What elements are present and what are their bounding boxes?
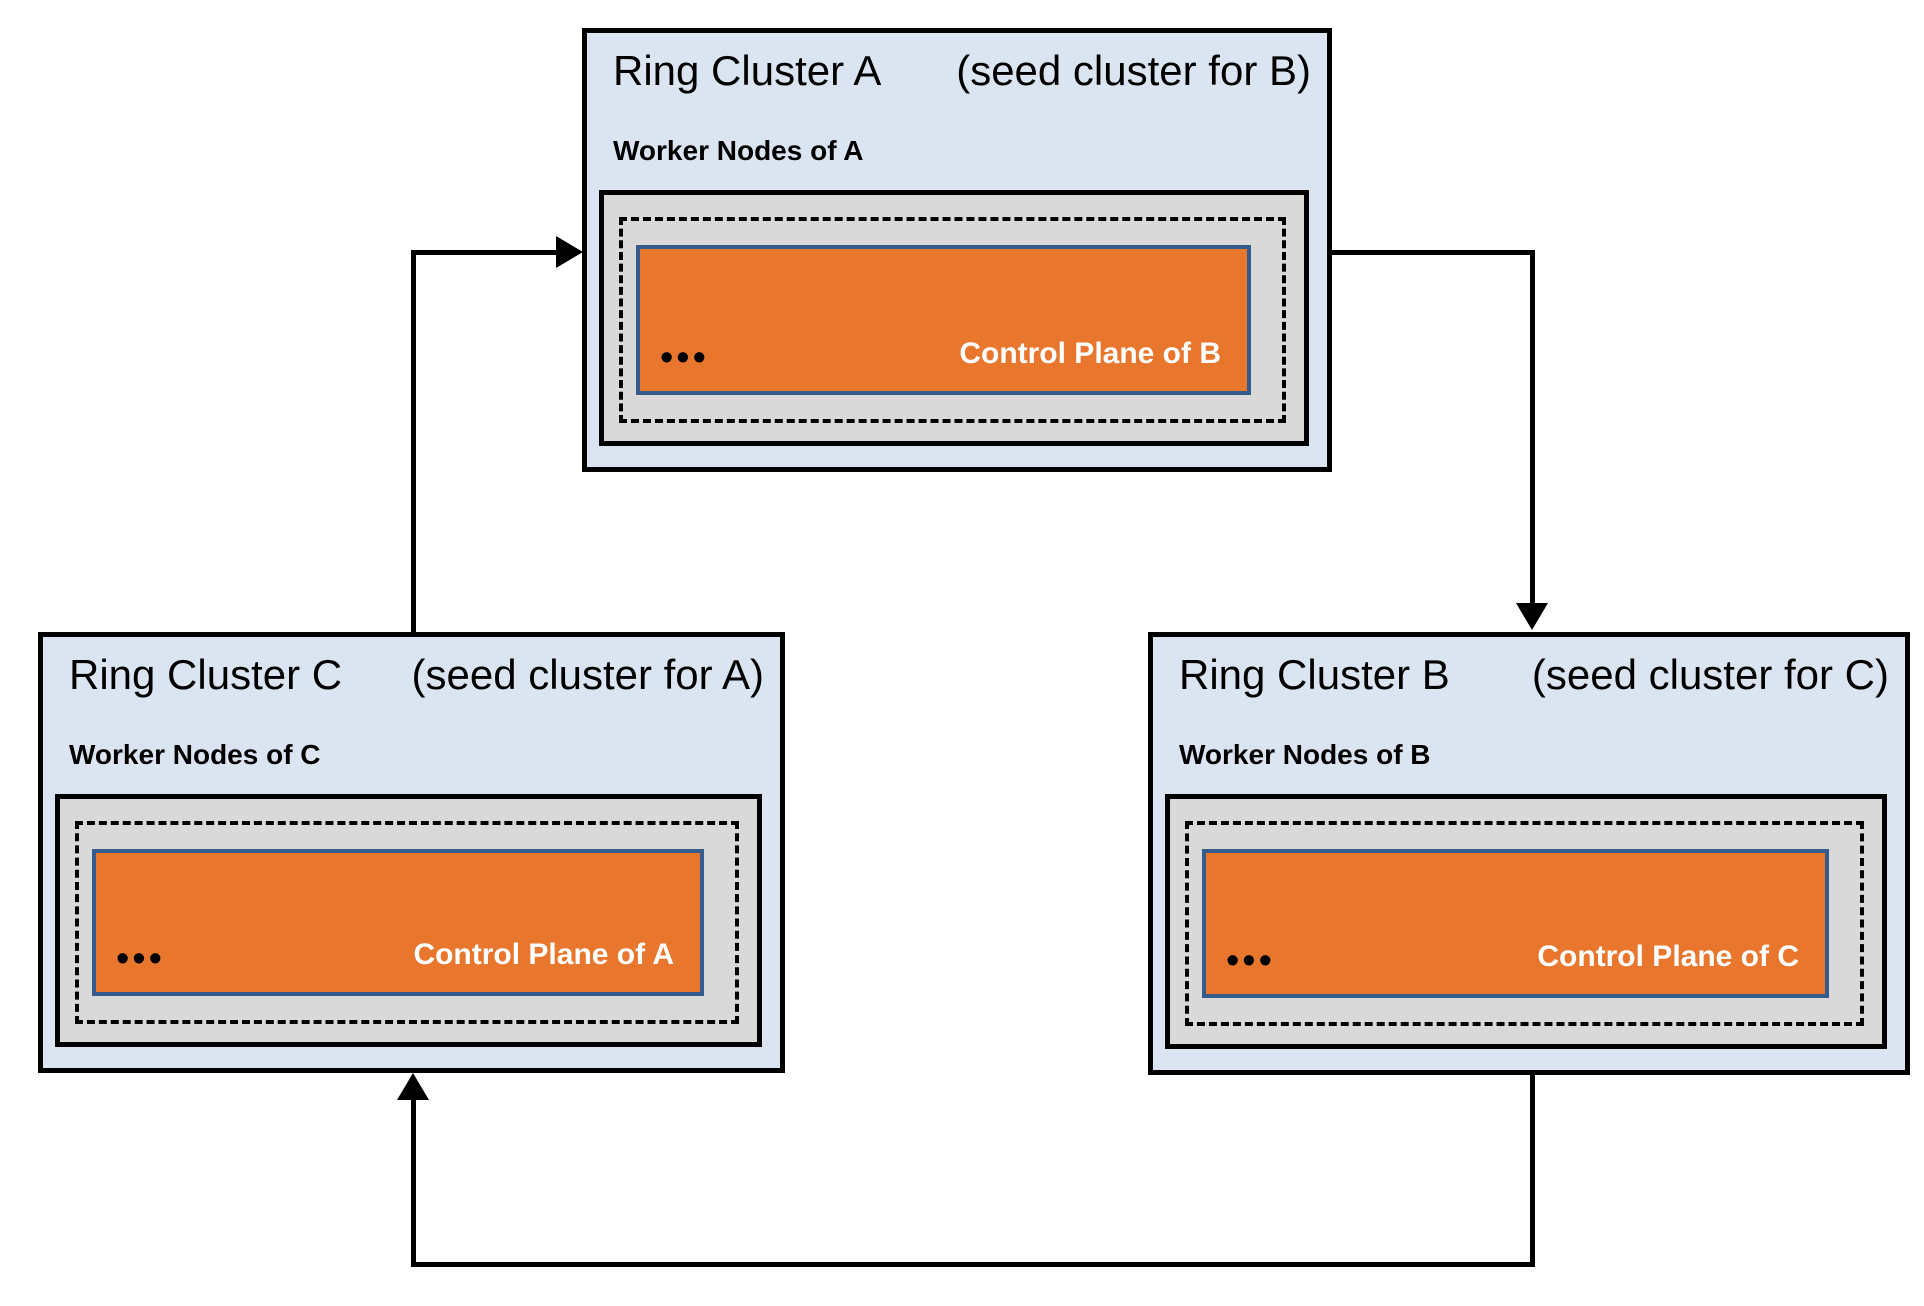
cluster-c-worker-nodes-label: Worker Nodes of C — [69, 739, 321, 770]
cluster-a-worker-nodes-label: Worker Nodes of A — [613, 135, 864, 166]
cluster-c-title: Ring Cluster C — [69, 651, 343, 698]
cluster-b-ellipsis-dots: ••• — [1226, 939, 1275, 982]
arrow-c-to-a-horizontal-segment — [411, 250, 559, 255]
cluster-c-control-plane-box: ••• Control Plane of A — [92, 849, 704, 996]
cluster-c-title-row: Ring Cluster C (seed cluster for A) — [69, 651, 764, 699]
cluster-a-ellipsis-dots: ••• — [660, 336, 709, 379]
arrow-c-to-a-arrowhead-icon — [556, 236, 583, 268]
ring-cluster-a-box: Ring Cluster A (seed cluster for B) Work… — [582, 28, 1332, 472]
cluster-a-control-plane-label: Control Plane of B — [959, 337, 1221, 370]
cluster-b-control-plane-label: Control Plane of C — [1537, 940, 1799, 973]
cluster-b-seed-note: (seed cluster for C) — [1531, 651, 1889, 698]
arrow-a-to-b-horizontal-segment — [1332, 250, 1535, 255]
cluster-a-seed-note: (seed cluster for B) — [956, 47, 1311, 94]
cluster-a-control-plane-box: ••• Control Plane of B — [636, 245, 1251, 395]
cluster-a-worker-nodes-box: ••• Control Plane of B — [599, 190, 1309, 446]
cluster-c-control-plane-label: Control Plane of A — [413, 938, 674, 971]
cluster-b-control-plane-box: ••• Control Plane of C — [1202, 849, 1829, 998]
arrow-a-to-b-arrowhead-icon — [1516, 603, 1548, 630]
arrow-b-to-c-descending-segment — [1530, 1075, 1535, 1267]
cluster-c-worker-nodes-box: ••• Control Plane of A — [55, 794, 762, 1047]
arrow-c-to-a-vertical-segment — [411, 252, 416, 632]
ring-cluster-c-box: Ring Cluster C (seed cluster for A) Work… — [38, 632, 785, 1073]
cluster-b-title: Ring Cluster B — [1179, 651, 1450, 698]
cluster-b-worker-nodes-box: ••• Control Plane of C — [1165, 794, 1887, 1049]
cluster-c-seed-note: (seed cluster for A) — [411, 651, 764, 698]
cluster-a-title-row: Ring Cluster A (seed cluster for B) — [613, 47, 1311, 95]
arrow-b-to-c-arrowhead-icon — [397, 1073, 429, 1100]
cluster-a-title: Ring Cluster A — [613, 47, 882, 94]
cluster-c-dashed-boundary: ••• Control Plane of A — [75, 821, 739, 1024]
arrow-b-to-c-ascending-segment — [411, 1100, 416, 1265]
cluster-c-ellipsis-dots: ••• — [116, 937, 165, 980]
cluster-a-dashed-boundary: ••• Control Plane of B — [619, 217, 1286, 423]
arrow-a-to-b-vertical-segment — [1530, 250, 1535, 605]
ring-cluster-b-box: Ring Cluster B (seed cluster for C) Work… — [1148, 632, 1910, 1075]
cluster-b-worker-nodes-label: Worker Nodes of B — [1179, 739, 1431, 770]
arrow-b-to-c-bottom-segment — [411, 1262, 1535, 1267]
cluster-b-title-row: Ring Cluster B (seed cluster for C) — [1179, 651, 1889, 699]
cluster-b-dashed-boundary: ••• Control Plane of C — [1185, 821, 1864, 1026]
